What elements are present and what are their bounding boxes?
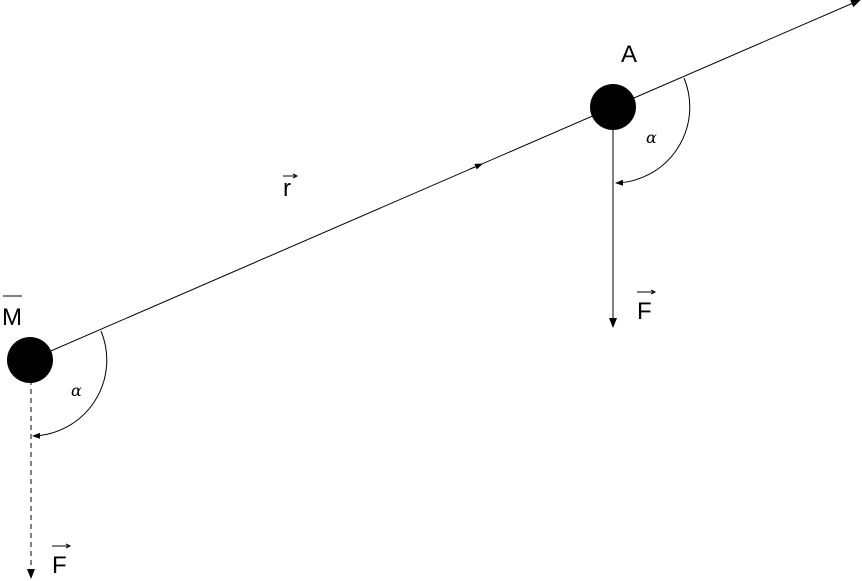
vector-bar-force-m-tip [65, 543, 72, 549]
label-angle-m: α [71, 381, 82, 400]
label-angle-a: α [646, 128, 657, 147]
point-a-mass [590, 84, 636, 130]
label-vector-r: r [283, 175, 291, 202]
label-point-m: M [2, 304, 22, 331]
vector-r-arrow [469, 163, 483, 170]
label-force-m: F [52, 552, 67, 579]
vector-bar-force-a-tip [650, 289, 657, 295]
position-line [29, 0, 861, 361]
angle-arc-m [32, 330, 108, 439]
angle-arc-a [615, 77, 691, 186]
vector-bar-r-tip [292, 173, 299, 179]
label-point-a: A [621, 41, 637, 68]
label-force-a: F [637, 298, 652, 325]
point-m-mass [7, 337, 53, 383]
